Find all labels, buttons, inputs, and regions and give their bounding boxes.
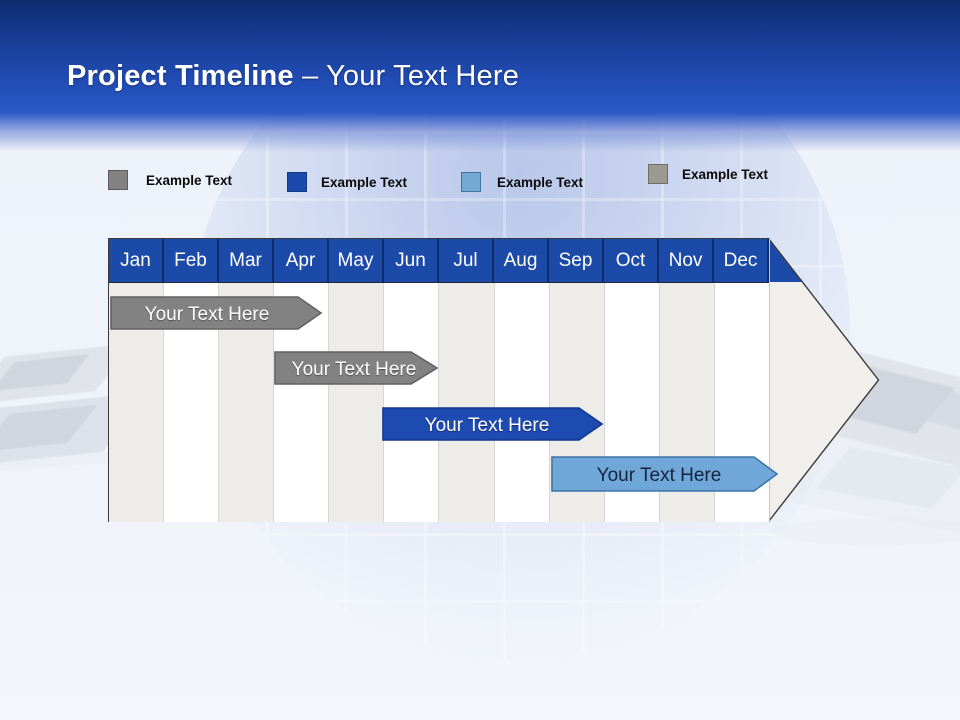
month-cell: May bbox=[327, 239, 382, 282]
arrow-head bbox=[768, 238, 880, 522]
gantt-bar-label: Your Text Here bbox=[597, 465, 722, 486]
timeline-column bbox=[438, 283, 494, 522]
month-cell: Aug bbox=[492, 239, 547, 282]
month-cell: Sep bbox=[547, 239, 602, 282]
laptop-reflection bbox=[772, 518, 960, 546]
legend-label: Example Text bbox=[682, 166, 769, 182]
page-title-bold: Project Timeline bbox=[67, 60, 294, 92]
legend-label: Example Text bbox=[497, 174, 584, 190]
gantt-bar-label: Your Text Here bbox=[145, 304, 270, 325]
legend-label: Example Text bbox=[146, 172, 233, 188]
slide-header-band: Project Timeline – Your Text Here bbox=[0, 0, 960, 152]
month-header-row: Jan Feb Mar Apr May Jun Jul Aug Sep Oct … bbox=[109, 239, 769, 283]
legend-swatch-tan bbox=[648, 164, 668, 184]
month-cell: Jan bbox=[120, 249, 151, 271]
month-cell: Apr bbox=[272, 239, 327, 282]
project-timeline-chart: Jan Feb Mar Apr May Jun Jul Aug Sep Oct … bbox=[108, 238, 888, 528]
legend-item: Example Text bbox=[108, 170, 232, 190]
timeline-column bbox=[493, 283, 549, 522]
gantt-bar-label: Your Text Here bbox=[292, 359, 417, 380]
month-cell: Nov bbox=[657, 239, 712, 282]
legend-item: Example Text bbox=[287, 172, 407, 192]
month-cell: Jun bbox=[382, 239, 437, 282]
gantt-bar-label: Your Text Here bbox=[425, 415, 550, 436]
legend-item: Example Text bbox=[461, 172, 583, 192]
month-cell: Oct bbox=[602, 239, 657, 282]
month-cell: Dec bbox=[712, 239, 769, 282]
gantt-bar: Your Text Here bbox=[382, 407, 604, 441]
month-cell: Jul bbox=[437, 239, 492, 282]
legend-swatch-darkblue bbox=[287, 172, 307, 192]
page-title: Project Timeline – Your Text Here bbox=[67, 60, 519, 93]
gantt-bar: Your Text Here bbox=[551, 456, 779, 492]
legend-swatch-lightblue bbox=[461, 172, 481, 192]
month-cell: Feb bbox=[162, 239, 217, 282]
legend-label: Example Text bbox=[321, 174, 408, 190]
month-cell: Mar bbox=[217, 239, 272, 282]
gantt-bar: Your Text Here bbox=[110, 296, 323, 330]
legend-item: Example Text bbox=[648, 164, 768, 184]
timeline-column bbox=[383, 283, 439, 522]
gantt-bar: Your Text Here bbox=[274, 351, 439, 385]
legend-swatch-gray bbox=[108, 170, 128, 190]
timeline-column bbox=[328, 283, 384, 522]
page-title-subtitle: – Your Text Here bbox=[293, 60, 520, 92]
